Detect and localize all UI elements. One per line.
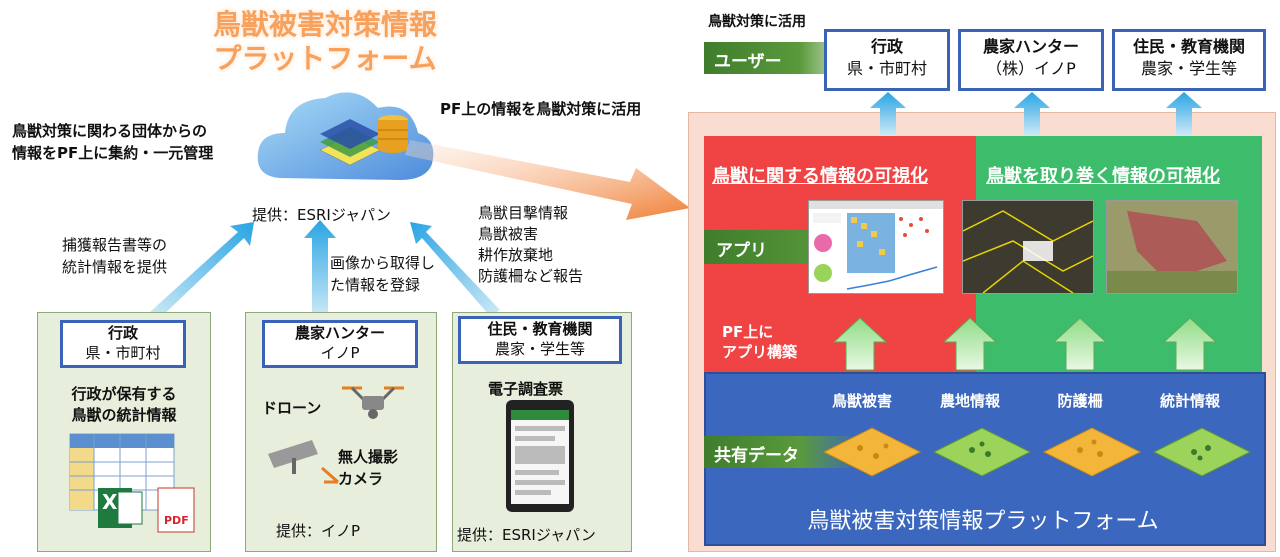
gov-arrow-label: 捕獲報告書等の 統計情報を提供 bbox=[62, 236, 168, 276]
pdf-icon: PDF bbox=[164, 514, 189, 527]
data-label-farmland: 農地情報 bbox=[939, 392, 1000, 410]
user-box-hunter: 農家ハンター （株）イノP bbox=[958, 29, 1104, 91]
excel-icon: X bbox=[102, 490, 118, 514]
source-resident-role-box: 住民・教育機関 農家・学生等 bbox=[458, 316, 622, 364]
user-box-gov: 行政 県・市町村 bbox=[824, 29, 950, 91]
build-label: PF上に アプリ構築 bbox=[722, 323, 798, 361]
cloud-icon bbox=[257, 92, 434, 180]
platform-provider: 提供：ESRIジャパン bbox=[252, 206, 391, 224]
resident-arrow-label: 鳥獣目撃情報 鳥獣被害 耕作放棄地 防護柵など報告 bbox=[478, 204, 584, 285]
user-up-arrows bbox=[870, 92, 1202, 136]
spreadsheet-icon bbox=[69, 433, 195, 533]
main-arrow-label: PF上の情報を鳥獣対策に活用 bbox=[440, 100, 642, 118]
app-dashboard-thumbnail bbox=[808, 200, 944, 294]
vis-left-title: 鳥獣に関する情報の可視化 bbox=[712, 166, 928, 187]
platform-left-note: 鳥獣対策に関わる団体からの 情報をPF上に集約・一元管理 bbox=[12, 122, 214, 162]
source-gov-desc: 行政が保有する 鳥獣の統計情報 bbox=[71, 385, 177, 424]
user-box-resident: 住民・教育機関 農家・学生等 bbox=[1112, 29, 1266, 91]
app-orthophoto-thumbnail bbox=[962, 200, 1094, 294]
platform-title: 鳥獣被害対策情報 プラットフォーム bbox=[212, 8, 437, 75]
upload-arrows bbox=[150, 220, 500, 318]
drone-icon bbox=[342, 386, 404, 419]
hunter-provider: 提供：イノP bbox=[276, 522, 361, 540]
main-arrow-icon bbox=[405, 140, 690, 220]
platform-name: 鳥獣被害対策情報プラットフォーム bbox=[807, 509, 1159, 534]
camera-label: 無人撮影 カメラ bbox=[338, 448, 399, 488]
right-header: 鳥獣対策に活用 bbox=[708, 14, 806, 30]
data-label-statistics: 統計情報 bbox=[1159, 392, 1220, 410]
data-layer-icons bbox=[822, 427, 1252, 477]
survey-label: 電子調査票 bbox=[488, 380, 564, 398]
data-label-damage: 鳥獣被害 bbox=[831, 392, 892, 410]
source-gov-role-box: 行政 県・市町村 bbox=[60, 320, 186, 368]
data-label-fence: 防護柵 bbox=[1057, 392, 1103, 410]
resident-provider: 提供：ESRIジャパン bbox=[457, 526, 596, 544]
smartphone-icon bbox=[506, 400, 574, 512]
hunter-arrow-label: 画像から取得し た情報を登録 bbox=[330, 254, 436, 294]
camera-icon bbox=[268, 440, 339, 484]
app-3d-terrain-thumbnail bbox=[1106, 200, 1238, 294]
drone-label: ドローン bbox=[262, 399, 322, 417]
source-hunter-role-box: 農家ハンター イノP bbox=[262, 320, 418, 368]
vis-right-title: 鳥獣を取り巻く情報の可視化 bbox=[986, 166, 1220, 187]
build-up-arrows bbox=[832, 317, 1218, 371]
